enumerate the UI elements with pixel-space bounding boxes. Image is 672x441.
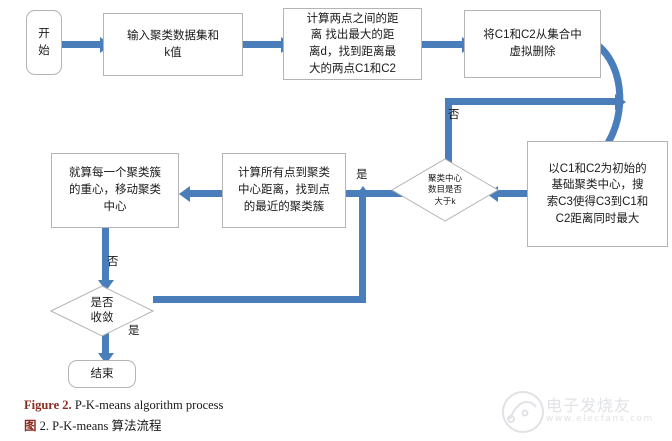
connector-converge-no-horizontal bbox=[153, 296, 366, 303]
node-search-c3[interactable]: 以C1和C2为初始的 基础聚类中心，搜 索C3使得C3到C1和 C2距离同时最大 bbox=[527, 141, 668, 247]
watermark: 电子发烧友 www.elecfans.com bbox=[500, 389, 666, 437]
arrowhead-checkk-no bbox=[615, 93, 626, 110]
node-move-centroid-label: 就算每一个聚类簇 的重心，移动聚类 中心 bbox=[69, 167, 161, 213]
caption-chinese-rest: 2. P-K-means 算法流程 bbox=[36, 419, 162, 433]
connector-checkk-no-vertical bbox=[445, 98, 452, 168]
connector-start-to-input bbox=[62, 41, 102, 48]
node-end-label: 结束 bbox=[90, 367, 114, 380]
connector-search-to-checkk bbox=[498, 190, 528, 197]
node-assign-points[interactable]: 计算所有点到聚类 中心距离，找到点 的最近的聚类簇 bbox=[222, 153, 346, 228]
edge-label-converge-yes: 是 bbox=[128, 325, 140, 337]
connector-assign-to-move bbox=[190, 190, 222, 197]
node-start[interactable]: 开 始 bbox=[26, 10, 62, 75]
node-end[interactable]: 结束 bbox=[68, 360, 136, 388]
node-compute-distance[interactable]: 计算两点之间的距 离 找出最大的距 离d，找到距离最 大的两点C1和C2 bbox=[283, 8, 422, 80]
watermark-logo-icon bbox=[502, 391, 544, 433]
node-check-cluster-count[interactable]: 聚类中心 数目是否 大于k bbox=[391, 158, 499, 222]
diamond-outline-check-k bbox=[391, 158, 499, 222]
edge-label-converge-no: 否 bbox=[107, 256, 119, 268]
arrowhead-converge-to-end bbox=[97, 353, 114, 364]
watermark-brand: 电子发烧友 bbox=[546, 396, 632, 415]
connector-converge-no-vertical bbox=[359, 196, 366, 296]
caption-english-lead: Figure 2. bbox=[24, 398, 72, 412]
edge-label-checkk-yes: 是 bbox=[356, 169, 368, 181]
node-check-cluster-count-label: 聚类中心 数目是否 大于k bbox=[427, 173, 462, 206]
node-check-convergence[interactable]: 是否 收敛 bbox=[50, 285, 154, 337]
connector-checkk-no-horizontal bbox=[445, 98, 617, 105]
watermark-url: www.elecfans.com bbox=[546, 414, 654, 424]
node-assign-points-label: 计算所有点到聚类 中心距离，找到点 的最近的聚类簇 bbox=[238, 167, 330, 213]
connector-converge-to-end bbox=[102, 320, 109, 355]
arrowhead-assign-to-move bbox=[179, 185, 190, 202]
node-input-dataset-label: 输入聚类数据集和 k值 bbox=[127, 29, 219, 59]
edge-label-checkk-no: 否 bbox=[448, 109, 460, 121]
node-start-label: 开 始 bbox=[38, 27, 50, 57]
node-virtual-remove-label: 将C1和C2从集合中 虚拟删除 bbox=[483, 29, 582, 58]
connector-input-to-distance bbox=[243, 41, 283, 48]
node-input-dataset[interactable]: 输入聚类数据集和 k值 bbox=[103, 13, 243, 76]
node-check-convergence-label: 是否 收敛 bbox=[90, 297, 114, 324]
connector-move-to-converge bbox=[102, 222, 109, 282]
caption-line-chinese: 图 2. P-K-means 算法流程 bbox=[24, 415, 162, 434]
caption-english-rest: P-K-means algorithm process bbox=[71, 398, 224, 412]
connector-checkk-yes-to-assign bbox=[345, 190, 405, 197]
node-compute-distance-label: 计算两点之间的距 离 找出最大的距 离d，找到距离最 大的两点C1和C2 bbox=[306, 12, 399, 75]
connector-distance-to-remove bbox=[422, 41, 464, 48]
caption-line-english: Figure 2. P-K-means algorithm process bbox=[24, 398, 223, 413]
arrowhead-converge-no bbox=[354, 186, 371, 197]
diamond-outline-convergence bbox=[50, 285, 154, 337]
caption-chinese-lead: 图 bbox=[24, 419, 37, 433]
arrowhead-move-to-converge bbox=[97, 280, 114, 291]
node-move-centroid[interactable]: 就算每一个聚类簇 的重心，移动聚类 中心 bbox=[51, 153, 179, 228]
node-search-c3-label: 以C1和C2为初始的 基础聚类中心，搜 索C3使得C3到C1和 C2距离同时最大 bbox=[546, 162, 649, 225]
node-virtual-remove[interactable]: 将C1和C2从集合中 虚拟删除 bbox=[464, 10, 601, 78]
